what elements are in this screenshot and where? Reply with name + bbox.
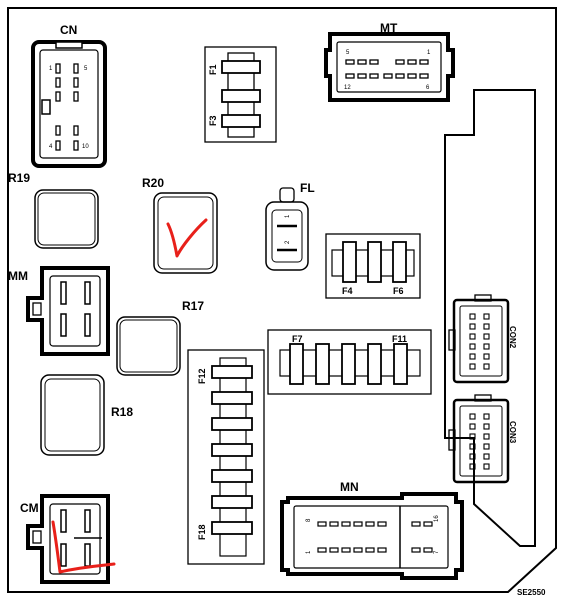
mt-pin-6: 6 [426,85,430,91]
mn-pin-16: 16 [434,515,440,522]
mn-label: MN [340,480,359,494]
fuse-block-f12-f18[interactable] [187,349,265,565]
r18-label: R18 [111,405,133,419]
mt-pin-5: 5 [346,50,350,56]
r19-label: R19 [8,171,30,185]
fuse-f3-label: F3 [208,115,218,126]
cn-pin-5: 5 [84,66,88,72]
board-outline [7,7,557,593]
cn-pin-1: 1 [49,66,53,72]
fl-pin-2: 2 [285,240,291,244]
relay-r20[interactable] [153,192,218,274]
cn-label: CN [60,23,77,37]
mt-pin-1: 1 [427,50,431,56]
mt-label: MT [380,21,398,35]
connector-mt[interactable] [324,32,455,102]
fuse-f6-label: F6 [393,286,404,296]
fuse-block-f7-f11[interactable] [267,329,432,395]
reference-code: SE2550 [517,588,546,597]
con3-label: CON3 [508,421,517,444]
connector-fl[interactable] [265,187,309,271]
fuse-f4-label: F4 [342,286,353,296]
mn-pin-8: 8 [306,518,312,522]
relay-r17[interactable] [116,316,181,376]
fuse-f18-label: F18 [197,524,207,540]
fl-pin-1: 1 [285,214,291,218]
mn-pin-1: 1 [306,550,312,554]
fuse-f1-label: F1 [208,64,218,75]
relay-r19[interactable] [34,189,99,249]
fuse-f11-label: F11 [392,334,407,344]
cm-label: CM [20,501,39,515]
mn-pin-7: 7 [434,550,440,554]
fl-label: FL [300,181,315,195]
mm-label: MM [8,269,28,283]
fuse-block-f4-f6[interactable] [325,233,421,299]
relay-r18[interactable] [40,374,105,456]
r20-label: R20 [142,176,164,190]
cn-pin-10: 10 [82,144,89,150]
connector-con3[interactable] [448,394,510,484]
check-mark-r20 [166,218,208,258]
check-mark-cm [51,520,116,574]
connector-con2[interactable] [448,294,510,384]
connector-cn[interactable] [31,40,107,168]
cn-pin-4: 4 [49,144,53,150]
fuse-f7-label: F7 [292,334,303,344]
board-cutout [444,89,536,547]
fuse-f12-label: F12 [197,368,207,384]
r17-label: R17 [182,299,204,313]
mt-pin-12: 12 [344,85,351,91]
con2-label: CON2 [508,326,517,349]
connector-cm[interactable] [26,494,110,584]
connector-mm[interactable] [26,266,110,356]
connector-mn[interactable] [280,492,464,580]
fuse-block-f1-f3[interactable] [204,46,277,143]
